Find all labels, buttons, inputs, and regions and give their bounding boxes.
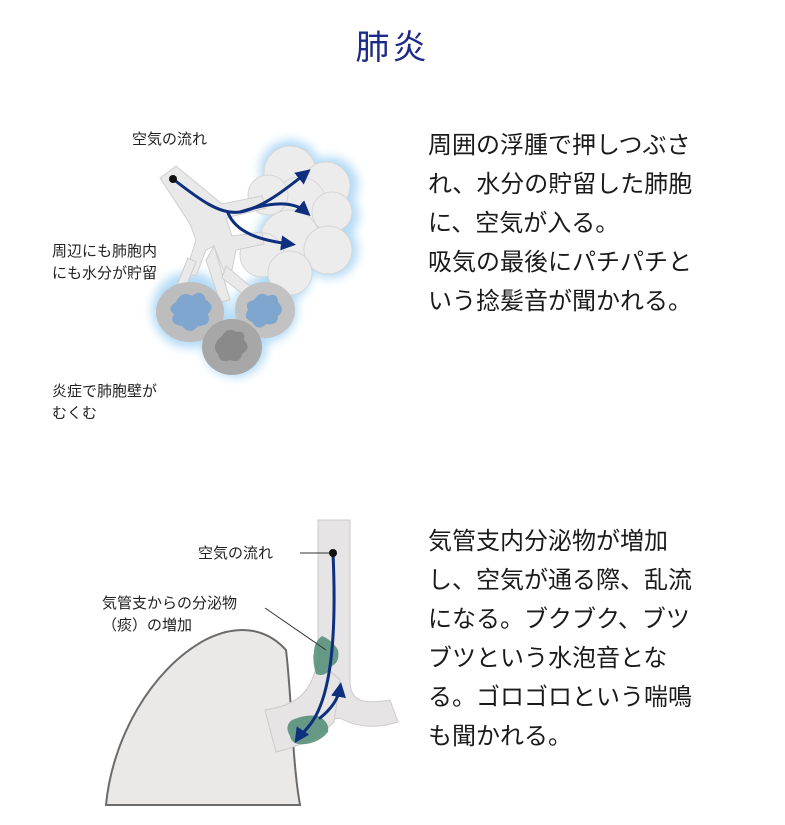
top-description: 周囲の浮腫で押しつぶさ れ、水分の貯留した肺胞 に、空気が入る。 吸気の最後にパ… <box>428 131 693 315</box>
label-airflow-bottom: 空気の流れ <box>198 544 274 562</box>
healthy-alveoli <box>239 145 353 296</box>
label-secretion: 気管支からの分泌物 （痰）の増加 <box>102 594 238 634</box>
bronchus-airflow-dot <box>329 549 337 557</box>
label-inflammation: 炎症で肺胞壁が むくむ <box>52 382 158 422</box>
label-fluid-retention: 周辺にも肺胞内 にも水分が貯留 <box>52 242 158 282</box>
fluid-alveoli <box>156 282 295 375</box>
airflow-origin-dot <box>169 175 177 183</box>
bottom-description: 気管支内分泌物が増加 し、空気が通る際、乱流 になる。ブクブク、ブツ ブツという… <box>428 527 692 750</box>
leader-secretion <box>264 607 327 651</box>
airflow-arrows <box>171 169 311 251</box>
bronchus-airflow <box>294 551 346 743</box>
label-airflow-top: 空気の流れ <box>132 130 208 148</box>
page-title: 肺炎 <box>355 28 430 68</box>
